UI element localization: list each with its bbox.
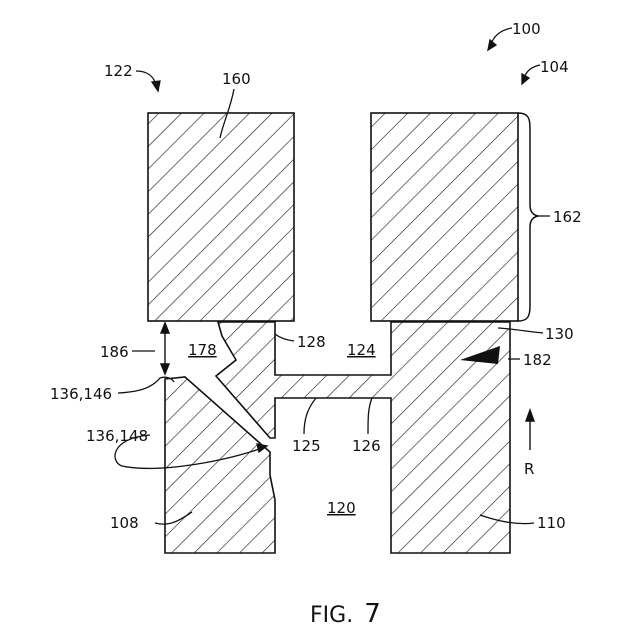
label-186: 186	[100, 343, 129, 361]
label-136-148: 136,148	[86, 427, 148, 445]
label-128: 128	[297, 333, 326, 351]
label-130: 130	[545, 325, 574, 343]
gap-arrow-186	[161, 323, 169, 374]
label-120: 120	[327, 499, 356, 517]
label-162: 162	[553, 208, 582, 226]
label-122: 122	[104, 62, 133, 80]
label-104: 104	[540, 58, 569, 76]
upper-right-block	[371, 113, 518, 321]
label-108: 108	[110, 514, 139, 532]
label-r: R	[524, 460, 534, 478]
figure-caption-label: FIG.	[310, 603, 353, 628]
label-100: 100	[512, 20, 541, 38]
label-182: 182	[523, 351, 552, 369]
label-125: 125	[292, 437, 321, 455]
label-110: 110	[537, 514, 566, 532]
figure-caption: FIG. 7	[310, 599, 381, 629]
label-160: 160	[222, 70, 251, 88]
upper-left-block	[148, 113, 294, 321]
label-126: 126	[352, 437, 381, 455]
direction-arrow-r	[526, 410, 534, 450]
label-124: 124	[347, 341, 376, 359]
label-136-146: 136,146	[50, 385, 112, 403]
bracket-162	[518, 113, 538, 321]
label-178: 178	[188, 341, 217, 359]
figure-caption-number: 7	[364, 599, 381, 629]
